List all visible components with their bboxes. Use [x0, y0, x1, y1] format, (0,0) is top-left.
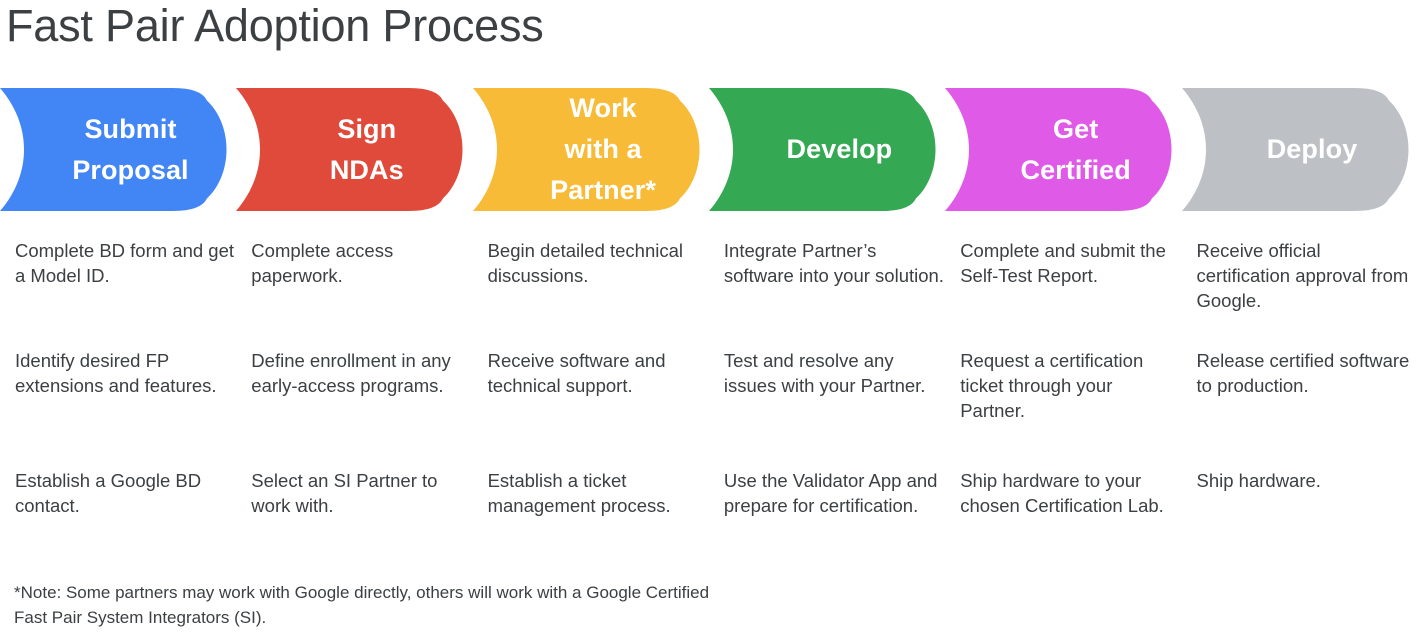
detail-item: Select an SI Partner to work with.	[251, 470, 438, 516]
chevron-shape-sign-ndas	[236, 88, 463, 211]
detail-item: Ship hardware to your chosen Certificati…	[960, 470, 1164, 516]
process-detail-columns: Complete BD form and get a Model ID. Iden…	[0, 238, 1423, 558]
chevron-shape-develop	[708, 88, 936, 211]
footnote-note: *Note: Some partners may work with Googl…	[14, 583, 710, 627]
stage-chevron-develop[interactable]: Develop	[708, 88, 940, 211]
detail-item: Use the Validator App and prepare for ce…	[723, 470, 938, 516]
chevron-shape-submit-proposal	[0, 88, 227, 211]
stage-chevron-deploy[interactable]: Deploy	[1181, 88, 1413, 211]
detail-item: Receive software and technical support.	[487, 350, 666, 396]
detail-item: Test and resolve any issues with your Pa…	[723, 350, 926, 396]
detail-item: Begin detailed technical discussions.	[487, 240, 684, 286]
detail-item: Complete BD form and get a Model ID.	[15, 240, 235, 286]
detail-item: Establish a ticket management process.	[487, 470, 671, 516]
chevron-shape-deploy	[1181, 88, 1408, 211]
detail-item: Receive official certification approval …	[1196, 240, 1409, 311]
detail-item: Define enrollment in any early-access pr…	[251, 350, 451, 396]
detail-item: Complete and submit the Self-Test Report…	[960, 240, 1166, 286]
detail-item: Release certified software to production…	[1196, 350, 1410, 396]
page-title: Fast Pair Adoption Process	[6, 0, 544, 51]
detail-item: Complete access paperwork.	[251, 240, 394, 286]
chevron-shape-work-with-a-partner	[472, 88, 700, 211]
detail-item: Integrate Partner’s software into your s…	[723, 240, 944, 286]
detail-item: Identify desired FP extensions and featu…	[15, 350, 217, 396]
detail-item: Establish a Google BD contact.	[15, 470, 202, 516]
detail-item: Request a certification ticket through y…	[960, 350, 1144, 421]
detail-item: Ship hardware.	[1196, 470, 1321, 491]
chevron-shape-get-certified	[945, 88, 1172, 211]
